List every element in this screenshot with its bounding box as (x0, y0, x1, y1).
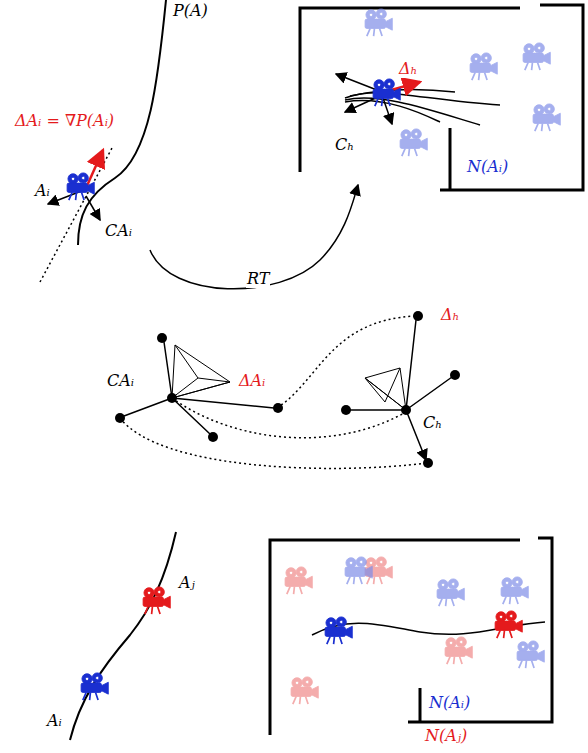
math-label: Aᵢ (34, 182, 51, 200)
math-label: N(Aᵢ) (466, 158, 509, 176)
math-label: Cₕ (334, 136, 355, 154)
math-label: Δₕ (398, 60, 418, 78)
math-label: CAᵢ (106, 372, 135, 390)
math-label: Cₕ (422, 414, 443, 432)
math-label: N(Aᵢ) (428, 694, 471, 712)
math-label: CAᵢ (104, 222, 133, 240)
math-label: ΔAᵢ (238, 372, 266, 390)
math-label: RT (246, 270, 270, 288)
math-label: P(A) (172, 2, 209, 20)
math-label: Aⱼ (178, 574, 196, 592)
math-label: Δₕ (440, 306, 460, 324)
math-label: ΔAᵢ = ∇P(Aᵢ) (14, 112, 115, 130)
math-label: Aᵢ (46, 712, 63, 730)
math-label: N(Aⱼ) (424, 727, 468, 745)
